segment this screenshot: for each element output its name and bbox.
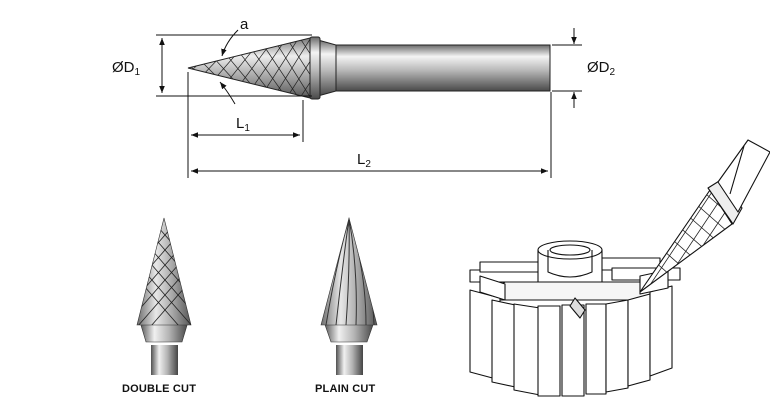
double-cut-bur-image [136,217,192,375]
plain-cut-caption: PLAIN CUT [315,383,376,395]
d1-label: ØD1 [112,59,141,78]
l2-label: L2 [357,151,371,170]
l1-label: L1 [236,115,250,134]
application-illustration [469,139,770,397]
d2-label: ØD2 [587,59,616,78]
dimension-labels: a ØD1 ØD2 L1 L2 [112,16,616,170]
bur-side-view [187,36,551,100]
double-cut-caption: DOUBLE CUT [122,383,197,395]
plain-cut-bur-image [320,216,378,375]
angle-label: a [240,16,249,33]
dimension-lines [156,28,582,178]
